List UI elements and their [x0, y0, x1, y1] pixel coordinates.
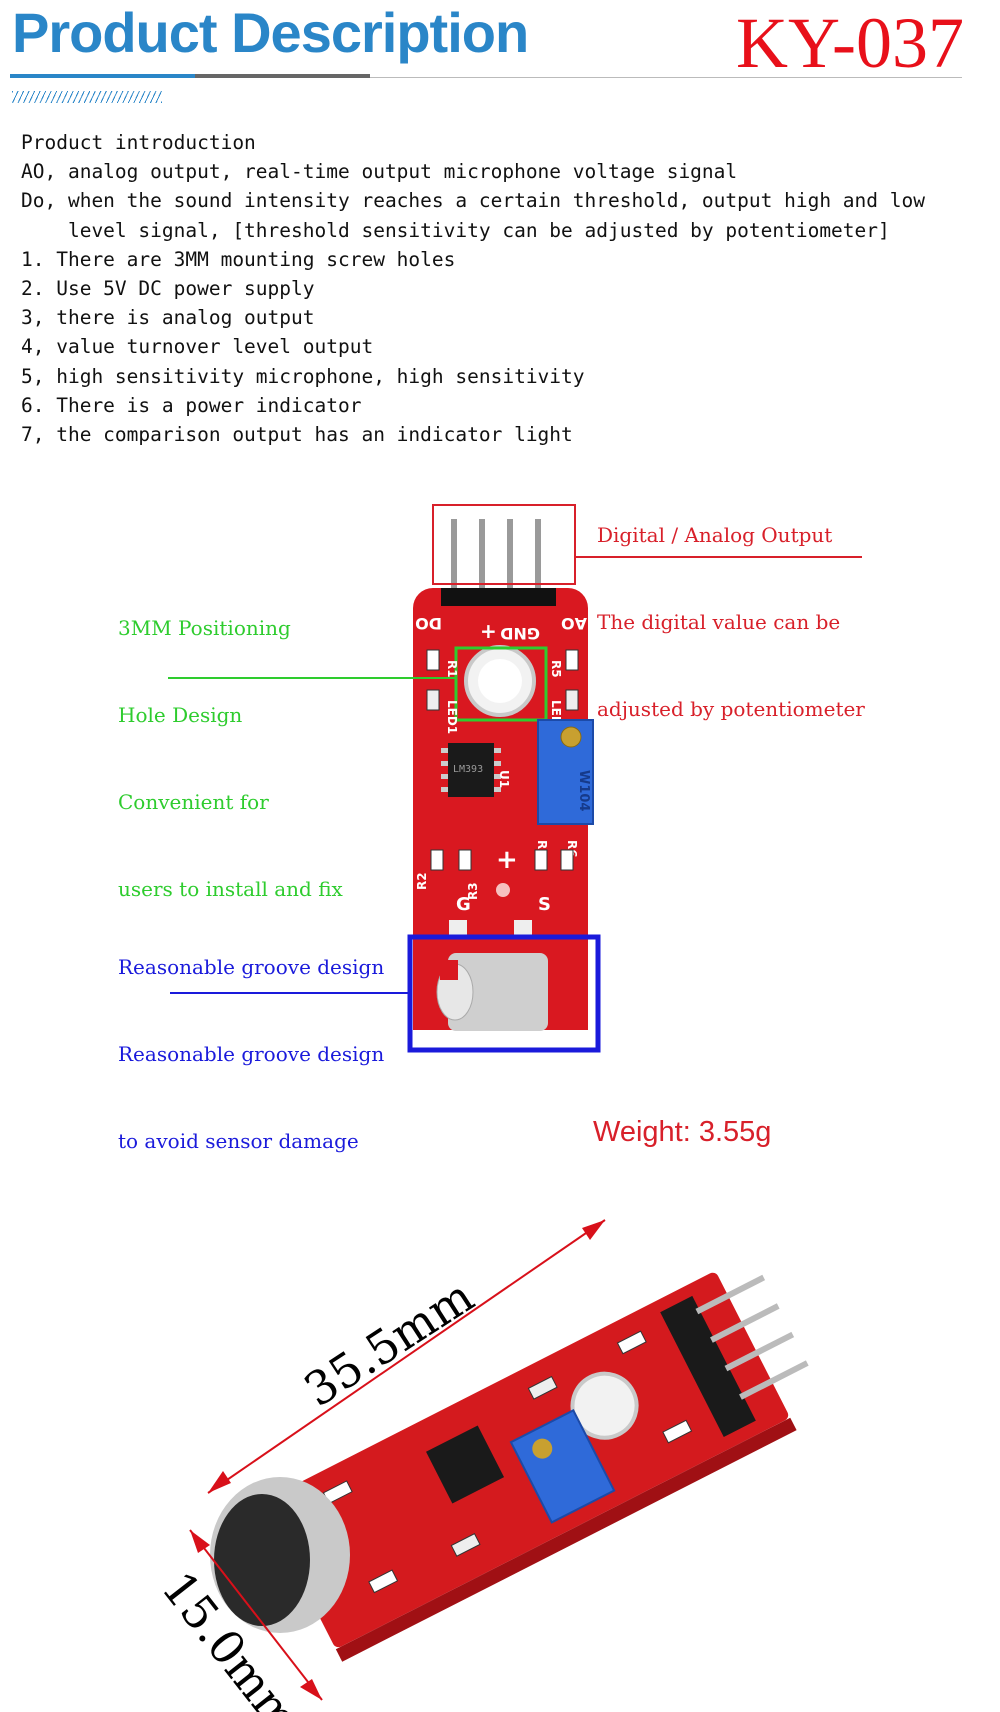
length-dimension-label: 35.5mm	[295, 1269, 483, 1418]
callout-line: to avoid sensor damage	[118, 1129, 359, 1153]
callout-line: users to install and fix	[118, 877, 343, 901]
decorative-hatch	[12, 91, 162, 103]
intro-line: 2. Use 5V DC power supply	[21, 277, 315, 301]
board-label: R5	[549, 660, 563, 678]
intro-line: 3, there is analog output	[21, 306, 315, 330]
board-label: R1	[445, 660, 459, 678]
callout-line: Hole Design	[118, 703, 243, 727]
microphone-icon	[436, 953, 583, 1031]
length-dimension-arrow	[207, 1219, 606, 1494]
intro-line: 7, the comparison output has an indicato…	[21, 423, 573, 447]
comparator-chip-icon: LM393	[441, 743, 501, 797]
callout-line: Reasonable groove design	[118, 955, 385, 979]
callout-line: Convenient for	[118, 790, 269, 814]
intro-line: AO, analog output, real-time output micr…	[21, 160, 738, 184]
page-title: Product Description	[12, 1, 529, 64]
hole-callout-box	[454, 646, 548, 722]
intro-line: 5, high sensitivity microphone, high sen…	[21, 364, 585, 388]
width-dimension-arrow	[189, 1529, 323, 1701]
intro-line: 4, value turnover level output	[21, 335, 374, 359]
potentiometer-icon: W104	[537, 719, 594, 825]
intro-line: Do, when the sound intensity reaches a c…	[21, 189, 925, 213]
board-label: DO	[415, 614, 442, 633]
callout-line: 3MM Positioning	[118, 616, 291, 640]
board-label: LED1	[445, 700, 459, 734]
board-label: GND	[500, 624, 540, 643]
model-number: KY-037	[736, 3, 964, 83]
callout-line: adjusted by potentiometer	[597, 697, 865, 721]
pcb-board-icon	[262, 1272, 809, 1662]
header-pins-icon	[451, 519, 541, 591]
callout-line: The digital value can be	[597, 610, 841, 634]
board-label: U1	[497, 770, 511, 788]
chip-label: LM393	[453, 764, 483, 775]
board-label: AO	[561, 614, 587, 633]
title-underline-grey	[195, 74, 370, 78]
board-label: G	[456, 894, 471, 915]
callout-line: Digital / Analog Output	[597, 523, 833, 547]
output-callout-box	[432, 504, 576, 585]
intro-line: level signal, [threshold sensitivity can…	[21, 218, 890, 242]
board-label: +	[496, 845, 518, 875]
intro-line: 1. There are 3MM mounting screw holes	[21, 247, 456, 271]
weight-label: Weight: 3.55g	[593, 1116, 772, 1148]
board-label: +	[480, 619, 497, 643]
board-label: S	[538, 894, 551, 915]
intro-line: 6. There is a power indicator	[21, 393, 362, 417]
callout-line: Reasonable groove design	[118, 1042, 385, 1066]
pin-header-icon	[441, 588, 556, 606]
board-label: R3	[466, 882, 480, 900]
product-introduction: Product introduction AO, analog output, …	[21, 128, 925, 449]
intro-line: Product introduction	[21, 131, 256, 154]
hole-callout: 3MM Positioning Hole Design Convenient f…	[118, 556, 343, 933]
divider-line	[370, 77, 962, 78]
pot-label: W104	[576, 770, 591, 811]
output-callout: Digital / Analog Output The digital valu…	[597, 463, 865, 753]
title-underline	[10, 74, 195, 78]
board-label: R2	[415, 872, 429, 890]
groove-callout: Reasonable groove design Reasonable groo…	[118, 895, 384, 1185]
